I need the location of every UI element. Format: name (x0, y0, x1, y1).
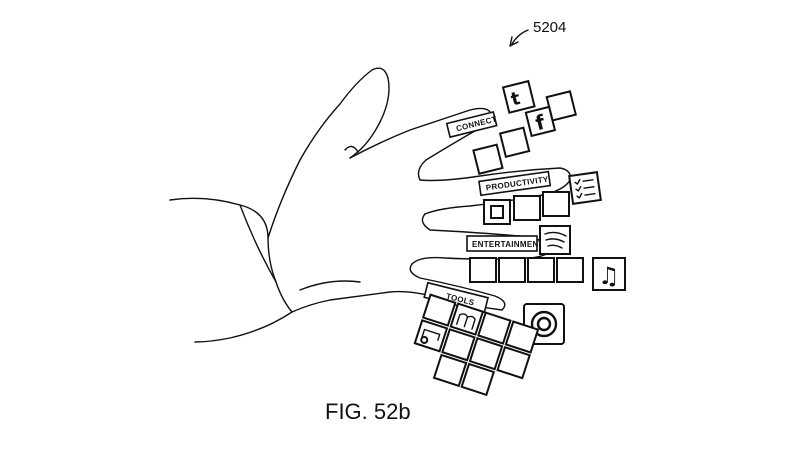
productivity-empty-tile-2[interactable] (542, 191, 570, 217)
tools-empty-tile-8[interactable] (460, 362, 496, 397)
hand-thumb (267, 67, 390, 239)
target-icon (530, 310, 558, 338)
entertainment-label-box (466, 235, 538, 252)
entertainment-empty-tile-2[interactable] (498, 257, 526, 283)
connect-label-box (445, 110, 498, 139)
twitter-tile[interactable] (501, 79, 536, 114)
reference-arrow (511, 29, 529, 45)
ruler-icon (456, 313, 476, 330)
reference-number: 5204 (533, 19, 566, 36)
spotify-icon (544, 231, 567, 249)
productivity-group: PRODUCTIVITY (478, 170, 602, 225)
tools-empty-tile-7[interactable] (432, 353, 468, 388)
tools-empty-tile-5[interactable] (468, 337, 504, 371)
window-tile[interactable] (483, 199, 511, 225)
entertainment-empty-tile-4[interactable] (556, 257, 584, 283)
entertainment-empty-tile-1[interactable] (469, 257, 497, 283)
checklist-icon (574, 178, 596, 199)
tools-empty-tile-4[interactable] (441, 328, 476, 362)
entertainment-group: ENTERTAINMENT ♫ (466, 225, 626, 291)
tools-empty-tile-1[interactable] (421, 293, 457, 327)
camera-icon (420, 328, 441, 344)
reference-arrowhead (509, 36, 519, 47)
palm-line (299, 280, 361, 291)
hand-middle-finger (417, 159, 571, 215)
thumb-crease (344, 145, 359, 153)
music-tile[interactable] (592, 257, 626, 291)
productivity-empty-tile-1[interactable] (513, 195, 541, 221)
spotify-tile[interactable] (539, 225, 571, 255)
tools-empty-tile-2[interactable] (477, 311, 512, 345)
connect-empty-tile-3[interactable] (472, 143, 504, 175)
connect-empty-tile-2[interactable] (498, 126, 531, 159)
entertainment-empty-tile-3[interactable] (527, 257, 555, 283)
tools-group: TOOLS (413, 281, 565, 397)
camera-tile[interactable] (413, 319, 449, 353)
tools-empty-tile-3[interactable] (504, 320, 540, 354)
connect-group: CONNECT t f (445, 79, 577, 175)
entertainment-label: ENTERTAINMENT (472, 240, 544, 249)
window-icon (490, 205, 504, 219)
facebook-tile[interactable] (524, 105, 557, 138)
sleeve-cuff-line (239, 204, 277, 283)
productivity-label-box (478, 170, 552, 197)
hand-index-finger (349, 107, 491, 161)
music-note-icon: ♫ (598, 262, 620, 290)
tools-empty-tile-6[interactable] (496, 345, 531, 380)
figure-caption: FIG. 52b (325, 399, 411, 424)
